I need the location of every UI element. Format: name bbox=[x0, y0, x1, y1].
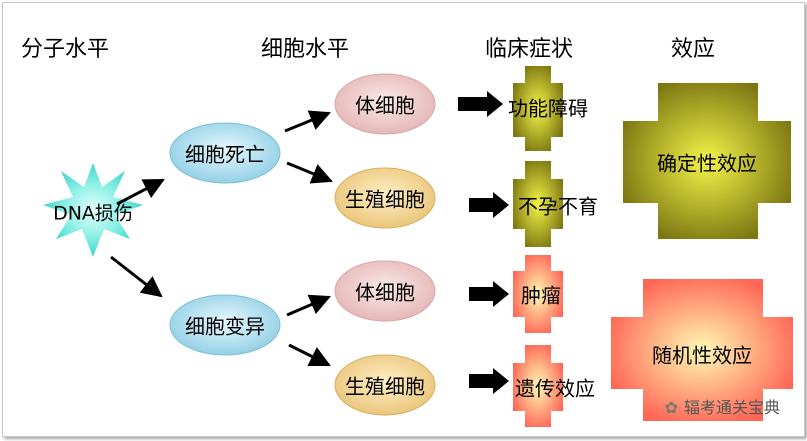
somatic-cell-ellipse-2 bbox=[334, 260, 436, 322]
block-arrow-3 bbox=[469, 281, 509, 307]
symptom-dysfunction-label: 功能障碍 bbox=[508, 96, 588, 121]
dna-damage-label: DNA损伤 bbox=[53, 202, 133, 225]
block-arrow-4 bbox=[469, 368, 509, 394]
germ-cell-label-2: 生殖细胞 bbox=[345, 374, 425, 399]
header-clinical-symptoms: 临床症状 bbox=[485, 37, 574, 62]
header-effect: 效应 bbox=[671, 37, 716, 62]
somatic-cell-label-1: 体细胞 bbox=[355, 93, 415, 118]
arrow-dna-to-death bbox=[116, 178, 165, 206]
header-cellular-level: 细胞水平 bbox=[261, 37, 350, 62]
effect-shape-stochastic bbox=[611, 279, 793, 421]
diagram-graphics bbox=[43, 66, 793, 427]
symptom-shape-tumor bbox=[513, 255, 563, 333]
wechat-icon: ✿ bbox=[664, 398, 678, 417]
germ-cell-ellipse-2 bbox=[334, 354, 436, 416]
effect-shape-deterministic bbox=[623, 83, 791, 239]
symptom-shape-hereditary bbox=[513, 345, 563, 427]
symptom-infertility-label: 不孕不育 bbox=[518, 194, 598, 219]
symptom-hereditary-label: 遗传效应 bbox=[515, 376, 595, 401]
arrow-death-to-germ bbox=[286, 161, 333, 184]
watermark-text: 辐考通关宝典 bbox=[683, 398, 780, 417]
cell-death-label: 细胞死亡 bbox=[185, 142, 265, 167]
effect-stochastic-label: 随机性效应 bbox=[652, 343, 752, 368]
somatic-cell-label-2: 体细胞 bbox=[355, 280, 415, 305]
effect-deterministic-label: 确定性效应 bbox=[657, 151, 757, 176]
block-arrow-2 bbox=[469, 192, 509, 218]
arrow-mutation-to-somatic bbox=[286, 294, 331, 317]
cell-mutation-label: 细胞变异 bbox=[185, 314, 265, 339]
header-molecular-level: 分子水平 bbox=[21, 37, 110, 62]
symptom-shape-dysfunction bbox=[513, 66, 563, 151]
cell-death-ellipse bbox=[169, 122, 281, 184]
symptom-shape-infertility bbox=[513, 161, 563, 247]
symptom-tumor-label: 肿瘤 bbox=[521, 283, 561, 308]
arrow-death-to-somatic bbox=[284, 110, 331, 133]
dna-starburst-shape bbox=[43, 163, 143, 257]
germ-cell-label-1: 生殖细胞 bbox=[345, 187, 425, 212]
arrow-dna-to-mutation bbox=[110, 255, 163, 298]
block-arrow-1 bbox=[458, 91, 503, 117]
somatic-cell-ellipse-1 bbox=[334, 73, 436, 135]
germ-cell-ellipse-1 bbox=[334, 167, 436, 229]
watermark: ✿ 辐考通关宝典 bbox=[665, 394, 780, 418]
cell-mutation-ellipse bbox=[169, 294, 281, 356]
arrow-mutation-to-germ bbox=[288, 343, 331, 367]
